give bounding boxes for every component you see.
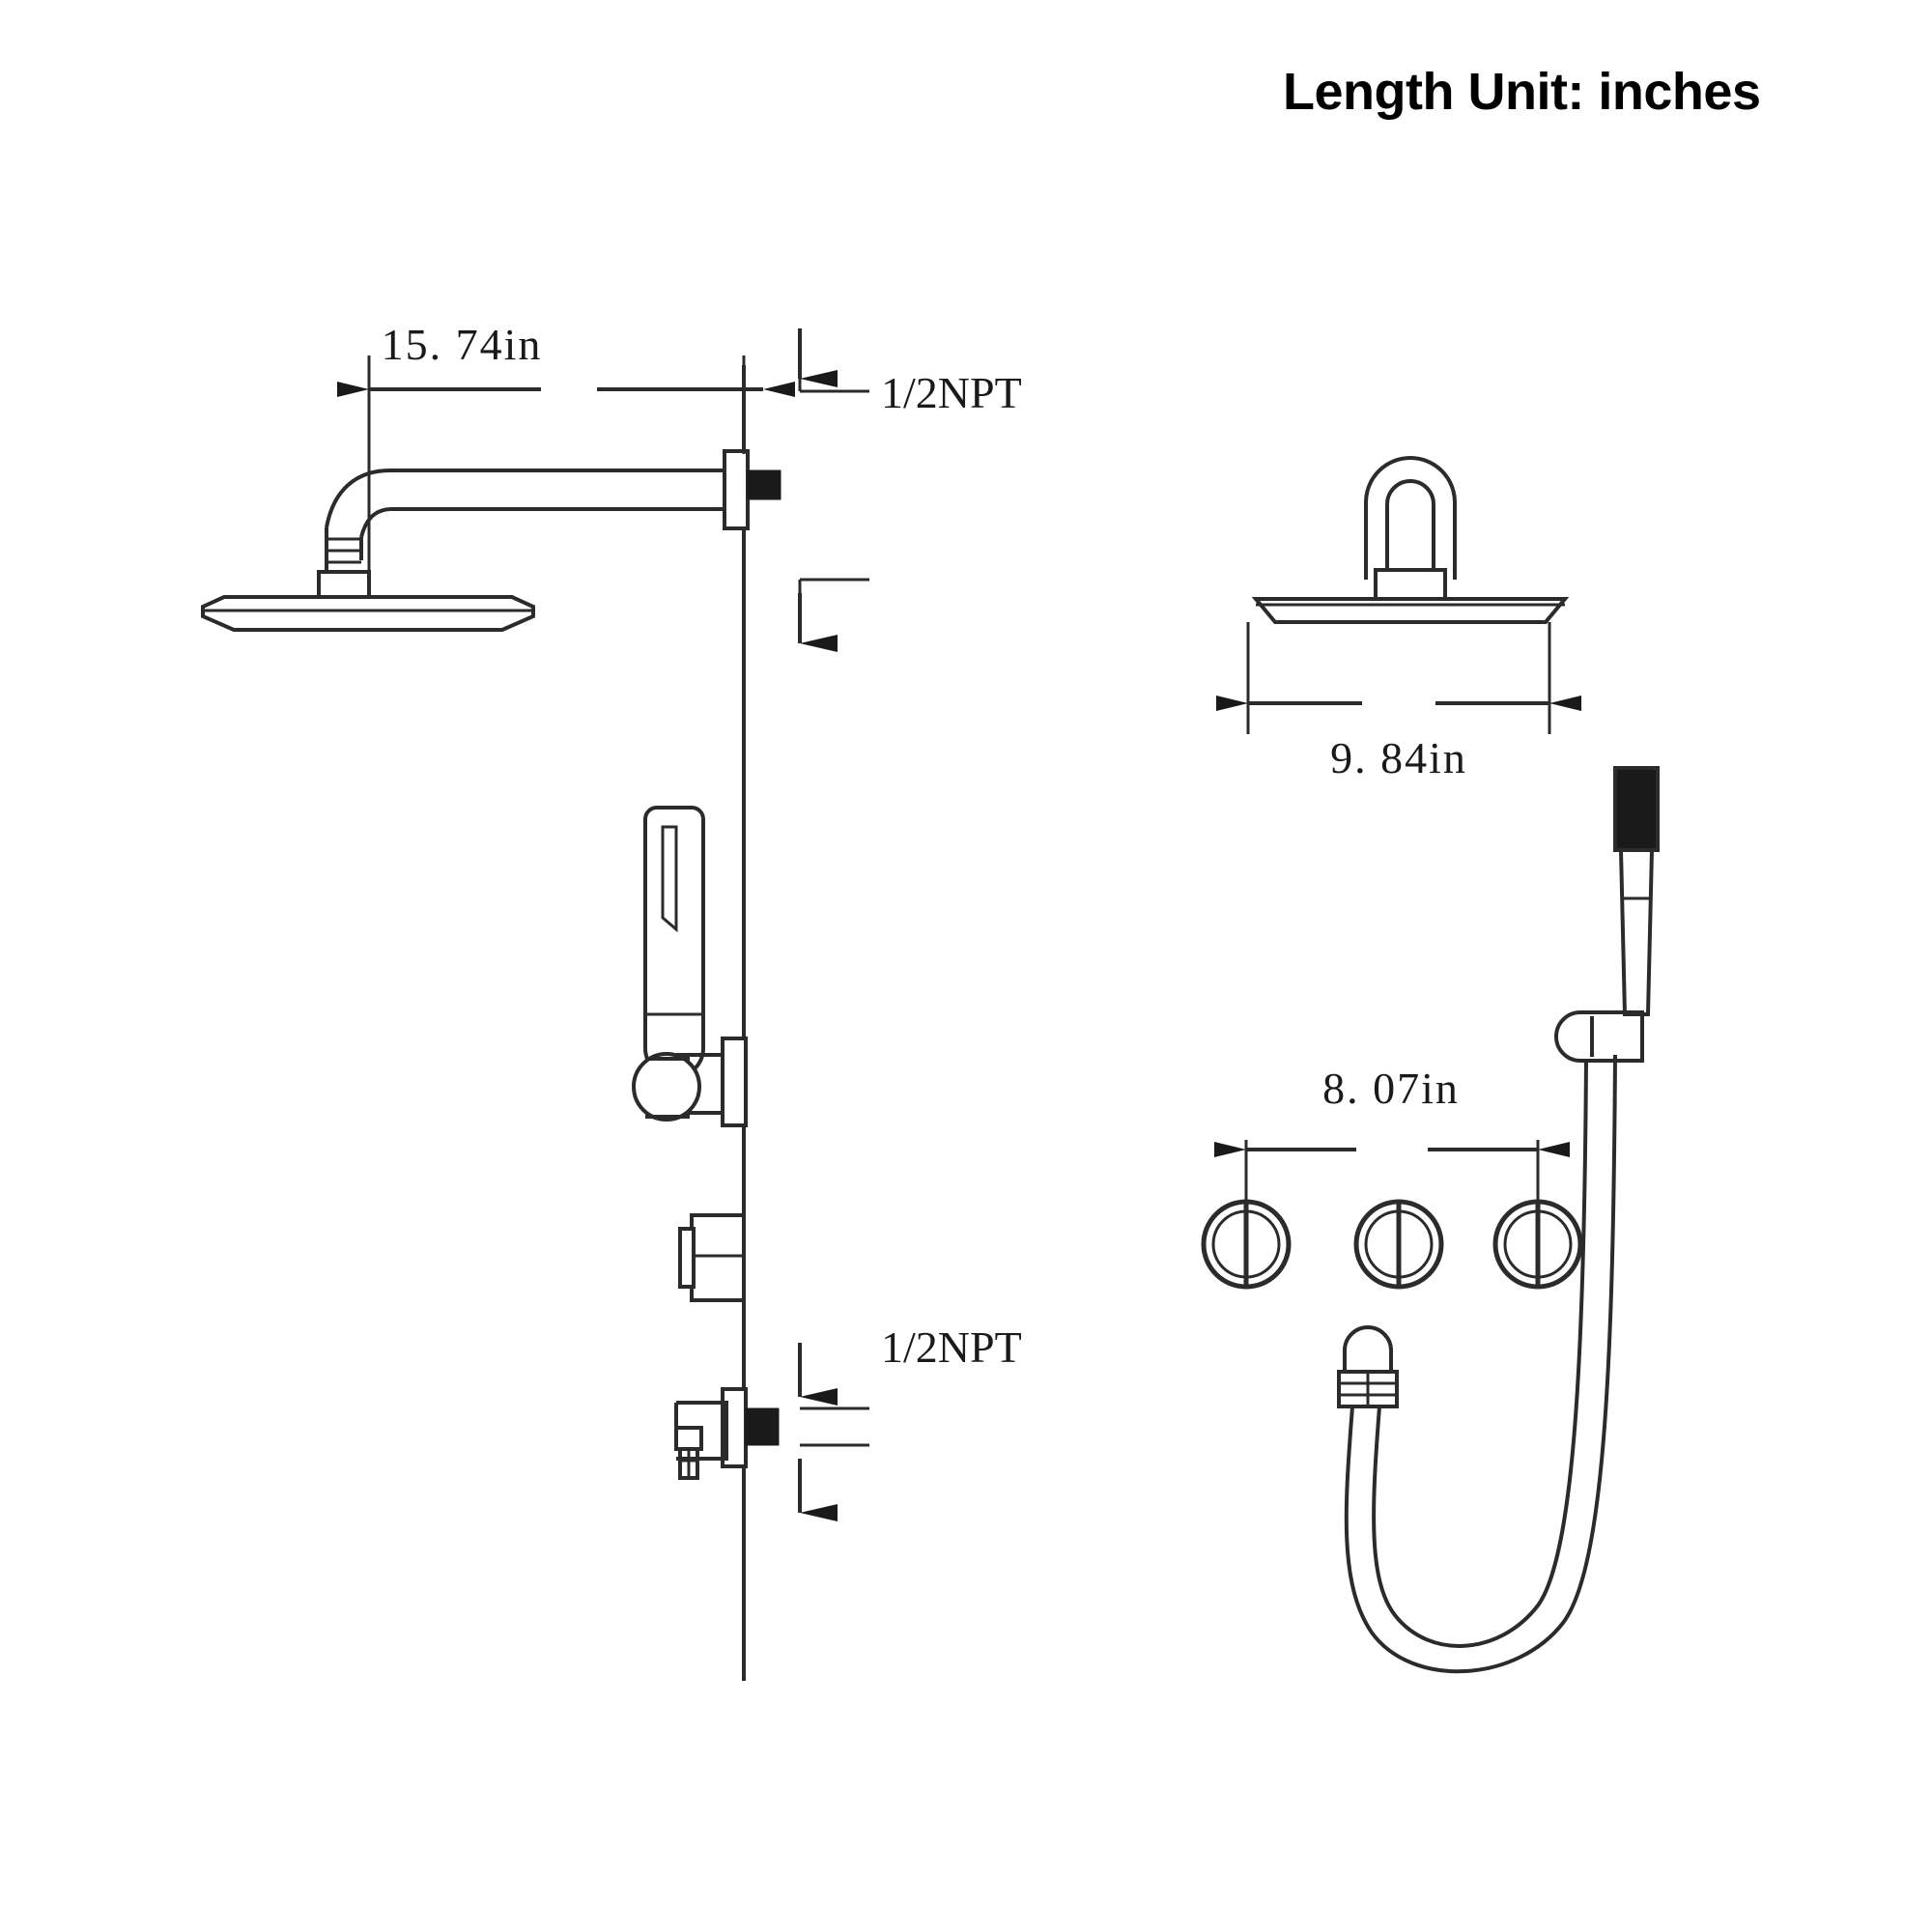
dimension-label-15-74in: 15. 74in [382,320,543,369]
valve-body [678,1213,746,1302]
valve-handle-left [1201,1199,1292,1290]
dimension-shower-arm-length: 15. 74in [337,320,795,580]
valve-handles [1201,1199,1583,1290]
callout-label-npt-bottom: 1/2NPT [881,1322,1022,1372]
shower-hose [1344,1054,1617,1674]
callout-npt-top: 1/2NPT [798,328,1022,652]
hand-shower-holder-front [1554,1010,1644,1063]
dimension-shower-head-diameter: 9. 84in [1216,622,1581,782]
supply-elbow [674,1387,780,1480]
arm-wall-flange [723,449,781,530]
page-title: Length Unit: inches [1283,63,1761,121]
hand-shower-holder [632,1037,748,1127]
dimension-label-9-84in: 9. 84in [1330,733,1467,782]
valve-handle-right [1492,1199,1583,1290]
rain-shower-head-front [1251,597,1570,624]
callout-npt-bottom: 1/2NPT [798,1322,1022,1521]
hand-shower-wand [643,806,705,1079]
dimension-valve-handle-spacing: 8. 07in [1214,1064,1570,1208]
shower-arm-front [1364,455,1457,601]
shower-arm [317,469,729,599]
hand-shower-wand-front [1613,766,1660,1016]
hose-connector [1337,1325,1399,1408]
front-elevation-view: 9. 84in [1201,455,1660,1674]
callout-label-npt-top: 1/2NPT [881,368,1022,417]
valve-handle-center [1353,1199,1444,1290]
rain-shower-head [201,595,535,632]
dimension-label-8-07in: 8. 07in [1322,1064,1460,1113]
side-elevation-view: 15. 74in 1/2NPT 1/2NPT [201,320,1022,1681]
